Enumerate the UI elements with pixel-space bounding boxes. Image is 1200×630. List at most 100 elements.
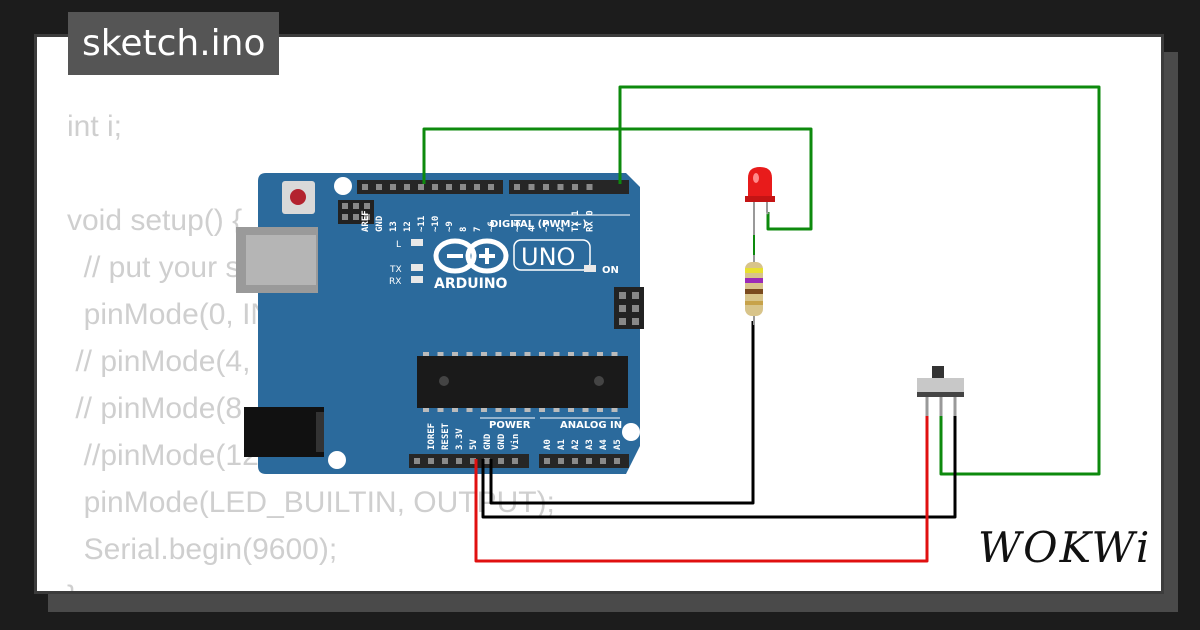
chip-pin xyxy=(452,352,458,356)
header-pin xyxy=(446,184,452,190)
digital-label: DIGITAL (PWM ~) xyxy=(490,219,587,230)
digital-pin-label: TX 1 xyxy=(571,210,581,232)
digital-header-right[interactable] xyxy=(509,180,629,194)
led-tx-indicator xyxy=(411,264,423,271)
chip-pin xyxy=(611,408,618,412)
power-pin-label: RESET xyxy=(441,422,451,450)
icsp-header-top xyxy=(338,200,374,224)
wire-green-pin13-led[interactable] xyxy=(422,127,813,231)
chip-dot xyxy=(594,376,604,386)
header-pin xyxy=(600,458,606,464)
uno-badge xyxy=(513,239,591,271)
analog-pin-label: A4 xyxy=(599,439,609,450)
chip-pin xyxy=(582,408,589,412)
led-rim xyxy=(745,196,775,202)
digital-pin-label: 12 xyxy=(403,221,413,232)
mounting-hole xyxy=(334,177,352,195)
file-tab[interactable]: sketch.ino xyxy=(68,12,280,75)
resistor[interactable] xyxy=(745,255,763,325)
led-rx-label: RX xyxy=(389,277,401,287)
dc-jack-edge xyxy=(316,412,324,452)
header-pin xyxy=(543,184,549,190)
header-pin xyxy=(456,458,462,464)
chip-pin xyxy=(510,408,516,412)
wires xyxy=(422,85,1101,563)
wire-green-pin0-switch[interactable] xyxy=(618,85,1101,476)
power-pin-label: GND xyxy=(483,433,493,450)
power-header[interactable] xyxy=(409,454,529,468)
code-line: Serial.begin(9600); xyxy=(67,533,338,566)
wire-black-gnd-resistor[interactable] xyxy=(489,321,755,505)
chip-pin xyxy=(437,352,444,356)
chip-pin xyxy=(481,408,487,412)
chip-pin xyxy=(539,352,545,356)
slide-switch[interactable] xyxy=(917,366,964,416)
header-pin xyxy=(442,458,448,464)
wire-black-gnd-switch[interactable] xyxy=(481,398,957,519)
led-anode-leg xyxy=(766,200,769,215)
header-pin xyxy=(460,184,466,190)
header-pin xyxy=(544,458,550,464)
analog-pin-label: A2 xyxy=(571,439,581,450)
header-pin xyxy=(428,458,434,464)
chip-pin xyxy=(495,352,502,356)
power-label: POWER xyxy=(489,420,531,431)
analog-label: ANALOG IN xyxy=(560,420,622,431)
mounting-hole xyxy=(328,451,346,469)
header-pin xyxy=(470,458,476,464)
atmega-chip xyxy=(417,356,628,408)
power-pin-label: Vin xyxy=(510,434,521,450)
resistor-band-1 xyxy=(745,268,763,273)
analog-header[interactable] xyxy=(539,454,629,468)
switch-base xyxy=(917,392,964,397)
digital-pin-label: ~5 xyxy=(513,221,523,232)
power-pin-label: 5V xyxy=(469,439,479,450)
usb-port-face xyxy=(246,235,316,285)
digital-pin-label: ~9 xyxy=(445,221,455,232)
digital-pin-label: RX 0 xyxy=(586,210,596,232)
switch-body xyxy=(917,378,964,394)
digital-pin-label: 7 xyxy=(473,227,483,232)
header-pin xyxy=(586,458,592,464)
header-pin xyxy=(432,184,438,190)
resistor-band-2 xyxy=(745,278,763,283)
header-pin xyxy=(512,458,518,464)
digital-pin-label: ~10 xyxy=(431,216,441,232)
red-led[interactable] xyxy=(745,167,775,235)
dc-power-jack xyxy=(244,407,324,457)
header-pin xyxy=(414,458,420,464)
chip-pin xyxy=(466,408,473,412)
header-pin xyxy=(557,184,564,190)
power-pin-label: GND xyxy=(497,433,507,450)
arduino-brand-text: ARDUINO xyxy=(434,276,508,292)
power-pin-label: 3.3V xyxy=(455,428,465,450)
power-pin-label: IOREF xyxy=(427,423,437,450)
code-line: void setup() { xyxy=(67,204,243,237)
digital-pin-label: GND xyxy=(375,215,385,232)
digital-pin-label: 13 xyxy=(389,221,399,232)
wire-red-5v-switch[interactable] xyxy=(474,414,929,563)
header-pin xyxy=(474,184,480,190)
header-pin xyxy=(498,458,504,464)
header-pin xyxy=(376,184,382,190)
mounting-hole xyxy=(622,423,640,441)
led-highlight xyxy=(753,173,759,183)
led-l-label: L xyxy=(396,240,401,250)
chip-pin xyxy=(582,352,589,356)
digital-pin-label: 8 xyxy=(459,227,469,232)
chip-pin xyxy=(524,408,531,412)
chip-pin xyxy=(597,408,603,412)
header-pin xyxy=(586,184,593,190)
chip-dot xyxy=(439,376,449,386)
code-line: int i; xyxy=(67,110,123,143)
led-l-indicator xyxy=(411,239,423,246)
header-pin xyxy=(362,184,368,190)
digital-header-left[interactable] xyxy=(357,180,503,194)
switch-knob[interactable] xyxy=(932,366,944,380)
on-led-label: ON xyxy=(602,265,619,276)
chip-pin xyxy=(452,408,458,412)
led-body xyxy=(748,167,772,198)
